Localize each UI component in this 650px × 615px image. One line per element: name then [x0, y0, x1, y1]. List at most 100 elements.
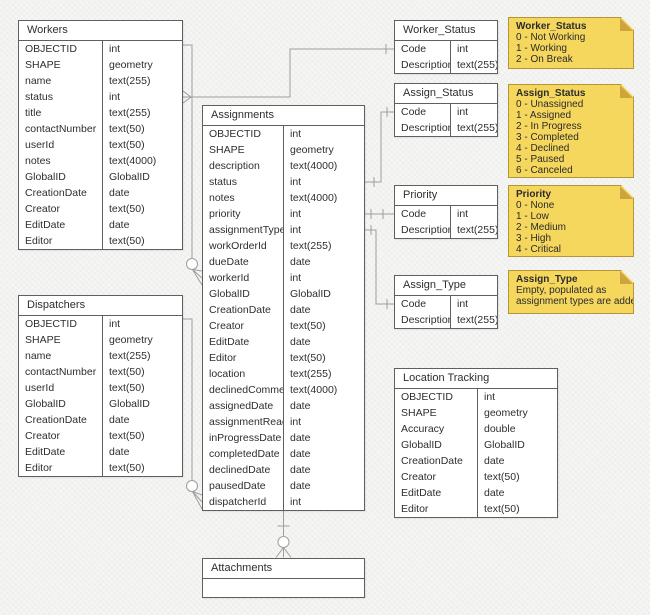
field-name: workerId [209, 272, 250, 284]
field-type: text(255) [283, 238, 364, 254]
table-row: CreationDate date [395, 453, 557, 469]
note-line: 0 - None [516, 200, 555, 211]
connector-assignments-to-priority [365, 209, 394, 219]
field-name: description [209, 160, 260, 172]
field-name: Description [401, 59, 450, 71]
field-name: Editor [25, 462, 53, 474]
field-type: date [102, 444, 182, 460]
field-name: title [25, 107, 42, 119]
field-name: status [209, 176, 238, 188]
field-name: OBJECTID [25, 318, 77, 330]
field-type: text(255) [450, 57, 497, 73]
field-name: CreationDate [25, 187, 87, 199]
field-type: text(50) [283, 318, 364, 334]
field-name: SHAPE [401, 407, 437, 419]
table-attachments[interactable]: Attachments [202, 558, 365, 598]
field-type: int [450, 41, 497, 57]
field-name: userId [25, 382, 55, 394]
connector-worker-status-to-workers [182, 44, 394, 104]
table-title-assignments: Assignments [203, 106, 364, 126]
field-name: priority [209, 208, 241, 220]
field-name: declinedDate [209, 464, 271, 476]
field-name: CreationDate [401, 455, 463, 467]
field-name: SHAPE [25, 334, 61, 346]
field-type: int [283, 174, 364, 190]
field-type: date [283, 462, 364, 478]
field-type: GlobalID [102, 396, 182, 412]
field-type: text(255) [450, 222, 497, 238]
field-type: text(50) [283, 350, 364, 366]
note-line: assignment types are added [516, 296, 634, 307]
field-name: OBJECTID [25, 43, 77, 55]
connector-assignments-to-assign-status [365, 107, 394, 187]
field-type: text(4000) [283, 158, 364, 174]
note-title: Assign_Type [516, 274, 578, 285]
field-type: text(4000) [283, 190, 364, 206]
note-line: 2 - Medium [516, 222, 567, 233]
connector-assignments-to-assign-type [365, 225, 394, 309]
table-title-attachments: Attachments [203, 559, 364, 579]
field-type: text(50) [102, 460, 182, 476]
field-name: status [25, 91, 54, 103]
field-type: text(50) [102, 428, 182, 444]
table-row: OBJECTID int [19, 41, 182, 57]
field-type: text(255) [102, 105, 182, 121]
note-line: 3 - Completed [516, 132, 579, 143]
field-type: date [477, 453, 557, 469]
field-name: Creator [401, 471, 437, 483]
note-line: 2 - In Progress [516, 121, 582, 132]
table-row: userId text(50) [19, 380, 182, 396]
field-name: Creator [209, 320, 245, 332]
field-type: text(50) [102, 380, 182, 396]
field-name: assignedDate [209, 400, 274, 412]
table-title-worker_status: Worker_Status [395, 21, 497, 41]
connector-assignments-to-attachments [275, 511, 292, 558]
field-type: geometry [283, 142, 364, 158]
field-name: assignmentType [209, 224, 283, 236]
field-type: int [102, 41, 182, 57]
field-name: Code [401, 298, 427, 310]
table-row: declinedCommenttext(4000) [203, 382, 364, 398]
field-name: assignmentRead [209, 416, 283, 428]
field-name: Description [401, 122, 450, 134]
field-type: geometry [102, 332, 182, 348]
